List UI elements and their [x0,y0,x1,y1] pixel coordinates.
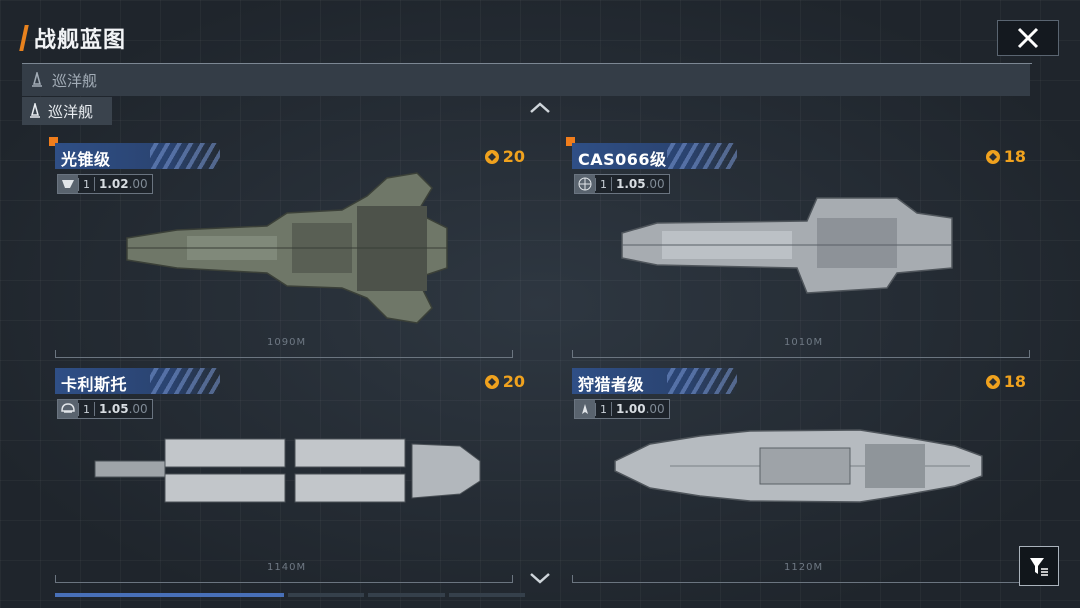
page-dot [288,593,365,597]
stat-value: 1.05.00 [94,402,152,416]
ship-model-image [621,197,953,294]
page-dot [368,593,445,597]
ship-card[interactable]: 卡利斯托 20 1 1.05.00 1140M [55,368,525,583]
cost: 18 [985,147,1026,166]
dropdown-label: 巡洋舰 [52,71,98,90]
name-plate [55,368,220,394]
scroll-down-chevron-icon[interactable] [528,572,552,586]
cost-icon [484,149,499,164]
stat-value: 1.00.00 [611,402,669,416]
cost-icon [985,374,1000,389]
cost-value: 20 [502,147,525,166]
cost-value: 18 [1003,372,1026,391]
close-icon [1017,27,1039,49]
stat-count: 1 [595,177,611,191]
stat-count: 1 [78,177,94,191]
filter-button[interactable] [1019,546,1059,586]
ship-silhouette-icon [575,400,595,418]
name-plate [572,143,737,169]
faction-badge-icon [58,175,78,193]
stat-value: 1.05.00 [611,177,669,191]
scale-ruler [572,575,1030,583]
cruiser-icon [30,103,40,118]
selected-type-tag[interactable]: 巡洋舰 [22,97,112,125]
ship-name: 光锥级 [61,150,111,169]
ship-stats: 1 1.05.00 [574,174,670,194]
scroll-up-chevron-icon[interactable] [528,100,552,114]
ship-length: 1140M [267,562,307,573]
cost-icon [985,149,1000,164]
page-dot-active [55,593,284,597]
stat-count: 1 [595,402,611,416]
divider [22,63,1032,64]
header: 战舰蓝图 [19,22,127,54]
ship-length: 1120M [784,562,824,573]
ship-stats: 1 1.00.00 [574,399,670,419]
stat-count: 1 [78,402,94,416]
cruiser-icon [32,72,42,87]
close-button[interactable] [997,20,1059,56]
filter-icon [1030,558,1048,576]
scale-ruler [572,350,1030,358]
new-marker [566,137,575,146]
page-dot [448,593,525,597]
page-title: 战舰蓝图 [34,28,127,53]
ship-length: 1090M [267,337,307,348]
ship-model-image [614,429,983,503]
page-indicator [55,593,525,598]
ship-model-image [94,438,481,503]
cost: 20 [484,147,525,166]
ship-type-dropdown[interactable]: 巡洋舰 [22,64,1030,96]
cost-icon [484,374,499,389]
cost: 20 [484,372,525,391]
name-plate [55,143,220,169]
ship-length: 1010M [784,337,824,348]
ship-stats: 1 1.05.00 [57,399,153,419]
ship-stats: 1 1.02.00 [57,174,153,194]
ship-name: 狩猎者级 [578,375,645,394]
new-marker [49,137,58,146]
scale-ruler [55,350,513,358]
cost-value: 20 [502,372,525,391]
ship-card[interactable]: 狩猎者级 18 1 1.00.00 1120M [572,368,1042,583]
selected-type-label: 巡洋舰 [48,102,94,121]
ship-name: 卡利斯托 [61,375,128,394]
ship-card[interactable]: CAS066级 18 1 1.05.00 1010M [566,137,1042,358]
ship-card[interactable]: 光锥级 20 1 1.02.00 1090M [49,137,525,358]
name-plate [572,368,737,394]
scale-ruler [55,575,513,583]
ship-name: CAS066级 [578,150,667,169]
helmet-icon [58,400,78,418]
ship-model-image [126,172,448,324]
globe-icon [575,175,595,193]
stat-value: 1.02.00 [94,177,152,191]
cost-value: 18 [1003,147,1026,166]
cost: 18 [985,372,1026,391]
